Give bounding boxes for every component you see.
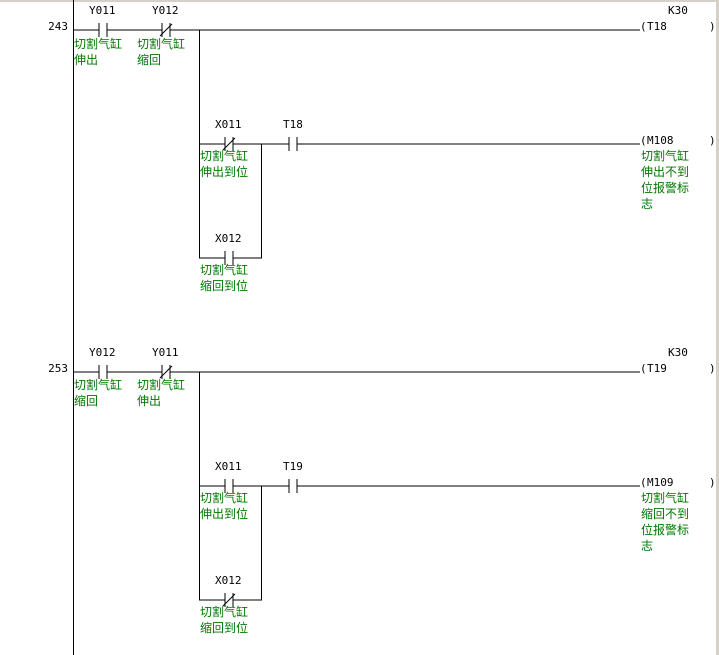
coil-open-paren: (	[640, 476, 647, 489]
timer-coil[interactable]: T19	[647, 362, 667, 375]
contact-comment: 切割气缸 缩回	[74, 378, 123, 408]
coil-close-paren: )	[709, 20, 716, 33]
contact-comment: 切割气缸 伸出	[74, 37, 123, 67]
contact-comment: 切割气缸 伸出到位	[200, 149, 249, 179]
timer-coil[interactable]: T18	[647, 20, 667, 33]
contact-comment: 切割气缸 缩回到位	[200, 605, 249, 635]
coil-open-paren: (	[640, 362, 647, 375]
coil-comment: 切割气缸 伸出不到 位报警标 志	[641, 149, 690, 211]
contact-address: Y011	[89, 4, 116, 17]
output-coil[interactable]: M108	[647, 134, 674, 147]
coil-close-paren: )	[709, 476, 716, 489]
contact-symbol[interactable]	[222, 593, 236, 607]
coil-open-paren: (	[640, 134, 647, 147]
coil-close-paren: )	[709, 134, 716, 147]
contact-symbol[interactable]	[224, 251, 234, 265]
contact-comment: 切割气缸 伸出	[137, 378, 186, 408]
timer-preset: K30	[668, 346, 688, 359]
contact-address: X011	[215, 460, 242, 473]
contact-comment: 切割气缸 缩回到位	[200, 263, 249, 293]
timer-preset: K30	[668, 4, 688, 17]
contact-address: X011	[215, 118, 242, 131]
coil-open-paren: (	[640, 20, 647, 33]
contact-address: Y012	[152, 4, 179, 17]
contact-address: Y012	[89, 346, 116, 359]
contact-address: T19	[283, 460, 303, 473]
contact-comment: 切割气缸 缩回	[137, 37, 186, 67]
contact-symbol[interactable]	[288, 479, 298, 493]
contact-symbol[interactable]	[159, 365, 173, 379]
contact-address: X012	[215, 232, 242, 245]
contact-symbol[interactable]	[224, 479, 234, 493]
output-coil[interactable]: M109	[647, 476, 674, 489]
contact-address: T18	[283, 118, 303, 131]
contact-symbol[interactable]	[159, 23, 173, 37]
step-number: 243	[48, 20, 68, 33]
contact-symbol[interactable]	[98, 23, 108, 37]
window-top-border	[0, 0, 719, 2]
coil-comment: 切割气缸 缩回不到 位报警标 志	[641, 491, 690, 553]
contact-comment: 切割气缸 伸出到位	[200, 491, 249, 521]
step-number: 253	[48, 362, 68, 375]
window-scrollbar-edge[interactable]	[716, 0, 719, 655]
contact-address: X012	[215, 574, 242, 587]
contact-symbol[interactable]	[288, 137, 298, 151]
coil-close-paren: )	[709, 362, 716, 375]
contact-symbol[interactable]	[98, 365, 108, 379]
contact-symbol[interactable]	[222, 137, 236, 151]
contact-address: Y011	[152, 346, 179, 359]
